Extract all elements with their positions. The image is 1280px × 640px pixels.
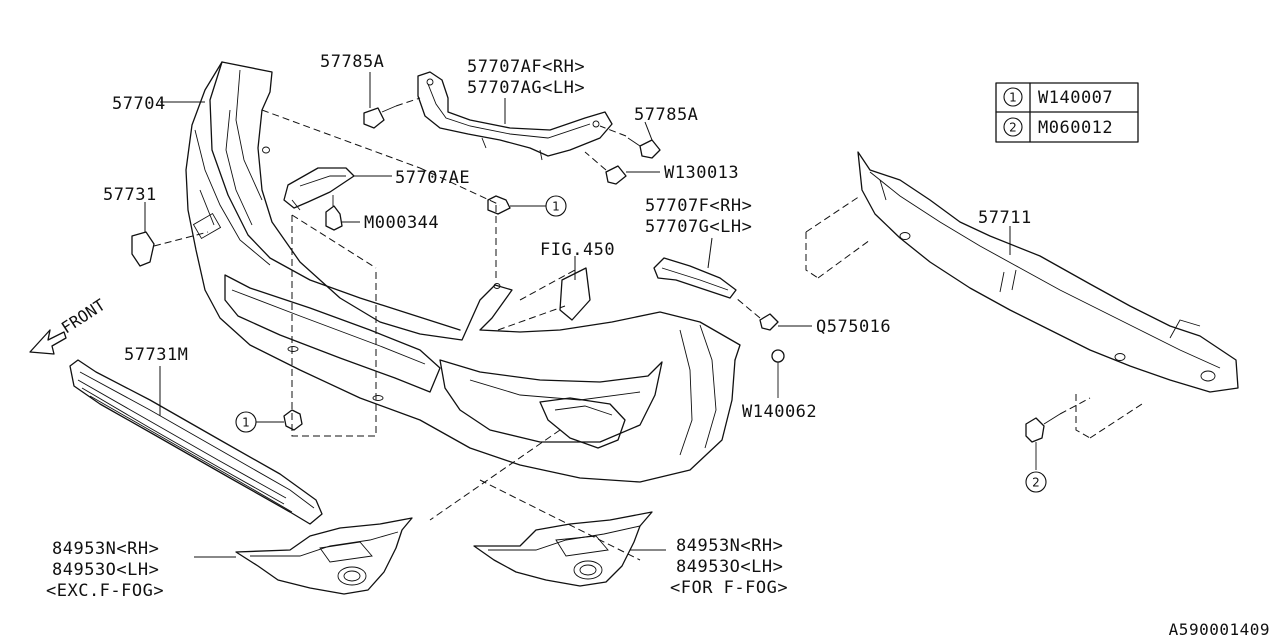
label-fog-left-lh: 84953O<LH> xyxy=(52,560,159,580)
label-bracket-57707ae: 57707AE xyxy=(395,168,470,188)
clip-w140007-upper-drawing xyxy=(487,195,511,215)
label-bracket-57707f: 57707F<RH> xyxy=(645,196,752,216)
label-bracket-57707ag: 57707AG<LH> xyxy=(467,78,585,98)
cap-57731-drawing xyxy=(131,231,209,267)
callout-1-lower xyxy=(235,411,257,433)
callout-1-upper-label: 1 xyxy=(552,200,560,214)
front-direction-arrow: FRONT xyxy=(29,295,109,355)
clip-57785a-right-drawing xyxy=(599,125,661,159)
clip-57785a-top-drawing xyxy=(363,97,421,129)
bumper-cover-drawing xyxy=(185,61,741,483)
label-fig-450: FIG.450 xyxy=(540,240,615,260)
beam-57711-drawing xyxy=(805,151,1239,439)
label-bolt-w130013: W130013 xyxy=(664,163,739,183)
bolt-m060012-drawing xyxy=(1025,397,1091,470)
leader-lines xyxy=(144,72,1011,558)
screw-m000344-drawing xyxy=(325,195,343,231)
screw-q575016-drawing xyxy=(735,297,779,331)
label-grille-57731m: 57731M xyxy=(124,345,188,365)
fog-cover-right-drawing xyxy=(473,511,653,587)
label-cap-57731: 57731 xyxy=(103,185,157,205)
fog-cover-left-drawing xyxy=(235,517,413,595)
legend-table: 1 2 W140007 M060012 xyxy=(995,82,1139,143)
legend-symbol-2: 2 xyxy=(1009,121,1017,135)
callout-2 xyxy=(1025,471,1047,493)
label-clip-57785a-right: 57785A xyxy=(634,105,698,125)
label-bracket-57707g: 57707G<LH> xyxy=(645,217,752,237)
legend-callout-2 xyxy=(1003,117,1023,137)
clip-w140007-lower-drawing xyxy=(283,409,303,431)
diagram-id: A590001409 xyxy=(1169,620,1270,639)
label-fog-left-rh: 84953N<RH> xyxy=(52,539,159,559)
legend-code-1: W140007 xyxy=(1038,88,1113,108)
label-fog-right-lh: 84953O<LH> xyxy=(676,557,783,577)
bolt-w130013-drawing xyxy=(584,151,627,185)
clip-w140062-drawing xyxy=(771,349,785,398)
label-beam-57711: 57711 xyxy=(978,208,1032,228)
legend-code-2: M060012 xyxy=(1038,118,1113,138)
callout-2-label: 2 xyxy=(1032,476,1040,490)
legend-symbol-1: 1 xyxy=(1009,91,1017,105)
bracket-57707f-g-drawing xyxy=(653,257,737,299)
callout-1-lower-label: 1 xyxy=(242,416,250,430)
bracket-57707af-ag-drawing xyxy=(417,71,613,161)
label-fog-left-note: <EXC.F-FOG> xyxy=(46,581,164,601)
label-bumper-cover: 57704 xyxy=(112,94,166,114)
bracket-57707ae-drawing xyxy=(283,167,355,211)
label-bracket-57707af: 57707AF<RH> xyxy=(467,57,585,77)
label-screw-q575016: Q575016 xyxy=(816,317,891,337)
callout-1-upper xyxy=(545,195,567,217)
legend-callout-1 xyxy=(1003,87,1023,107)
label-clip-w140062: W140062 xyxy=(742,402,817,422)
label-fog-right-note: <FOR F-FOG> xyxy=(670,578,788,598)
label-screw-m000344: M000344 xyxy=(364,213,439,233)
front-arrow-label: FRONT xyxy=(58,295,109,337)
label-fog-right-rh: 84953N<RH> xyxy=(676,536,783,556)
grille-57731m-drawing xyxy=(69,359,323,525)
label-clip-57785a-top: 57785A xyxy=(320,52,384,72)
